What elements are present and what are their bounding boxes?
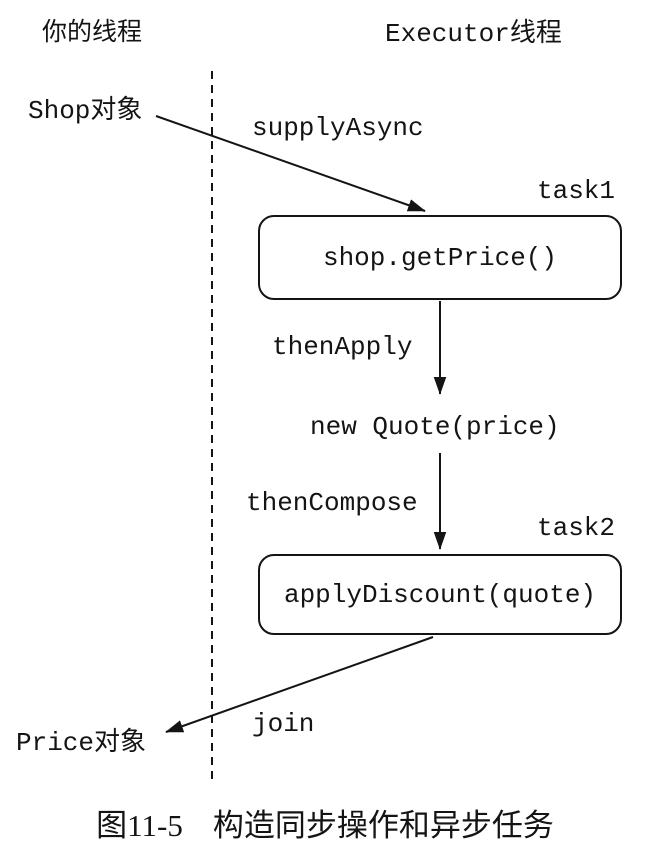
- right-thread-lane-label: Executor线程: [385, 19, 562, 49]
- task2-tag-label: task2: [537, 513, 616, 543]
- shop-object-label: Shop对象: [28, 96, 143, 126]
- figure-number: 图11-5: [96, 808, 183, 843]
- edge-label-thencompose: thenCompose: [246, 488, 418, 518]
- task1-code-label: shop.getPrice(): [322, 242, 558, 273]
- task1-tag-label: task1: [537, 176, 616, 206]
- join-arrow: [165, 636, 434, 733]
- supplyasync-arrow: [155, 115, 426, 212]
- figure-caption: 图11-5 构造同步操作和异步任务: [0, 800, 650, 845]
- edge-label-supplyasync: supplyAsync: [252, 113, 424, 143]
- quote-result-label: new Quote(price): [310, 412, 560, 442]
- edge-label-join: join: [252, 709, 315, 739]
- price-object-label: Price对象: [16, 728, 147, 758]
- task2-box: applyDiscount(quote): [258, 554, 622, 635]
- edge-label-thenapply: thenApply: [272, 332, 413, 362]
- task2-code-label: applyDiscount(quote): [283, 579, 597, 610]
- task1-box: shop.getPrice(): [258, 215, 622, 300]
- left-thread-lane-label: 你的线程: [42, 19, 143, 46]
- figure-title: 构造同步操作和异步任务: [212, 808, 554, 843]
